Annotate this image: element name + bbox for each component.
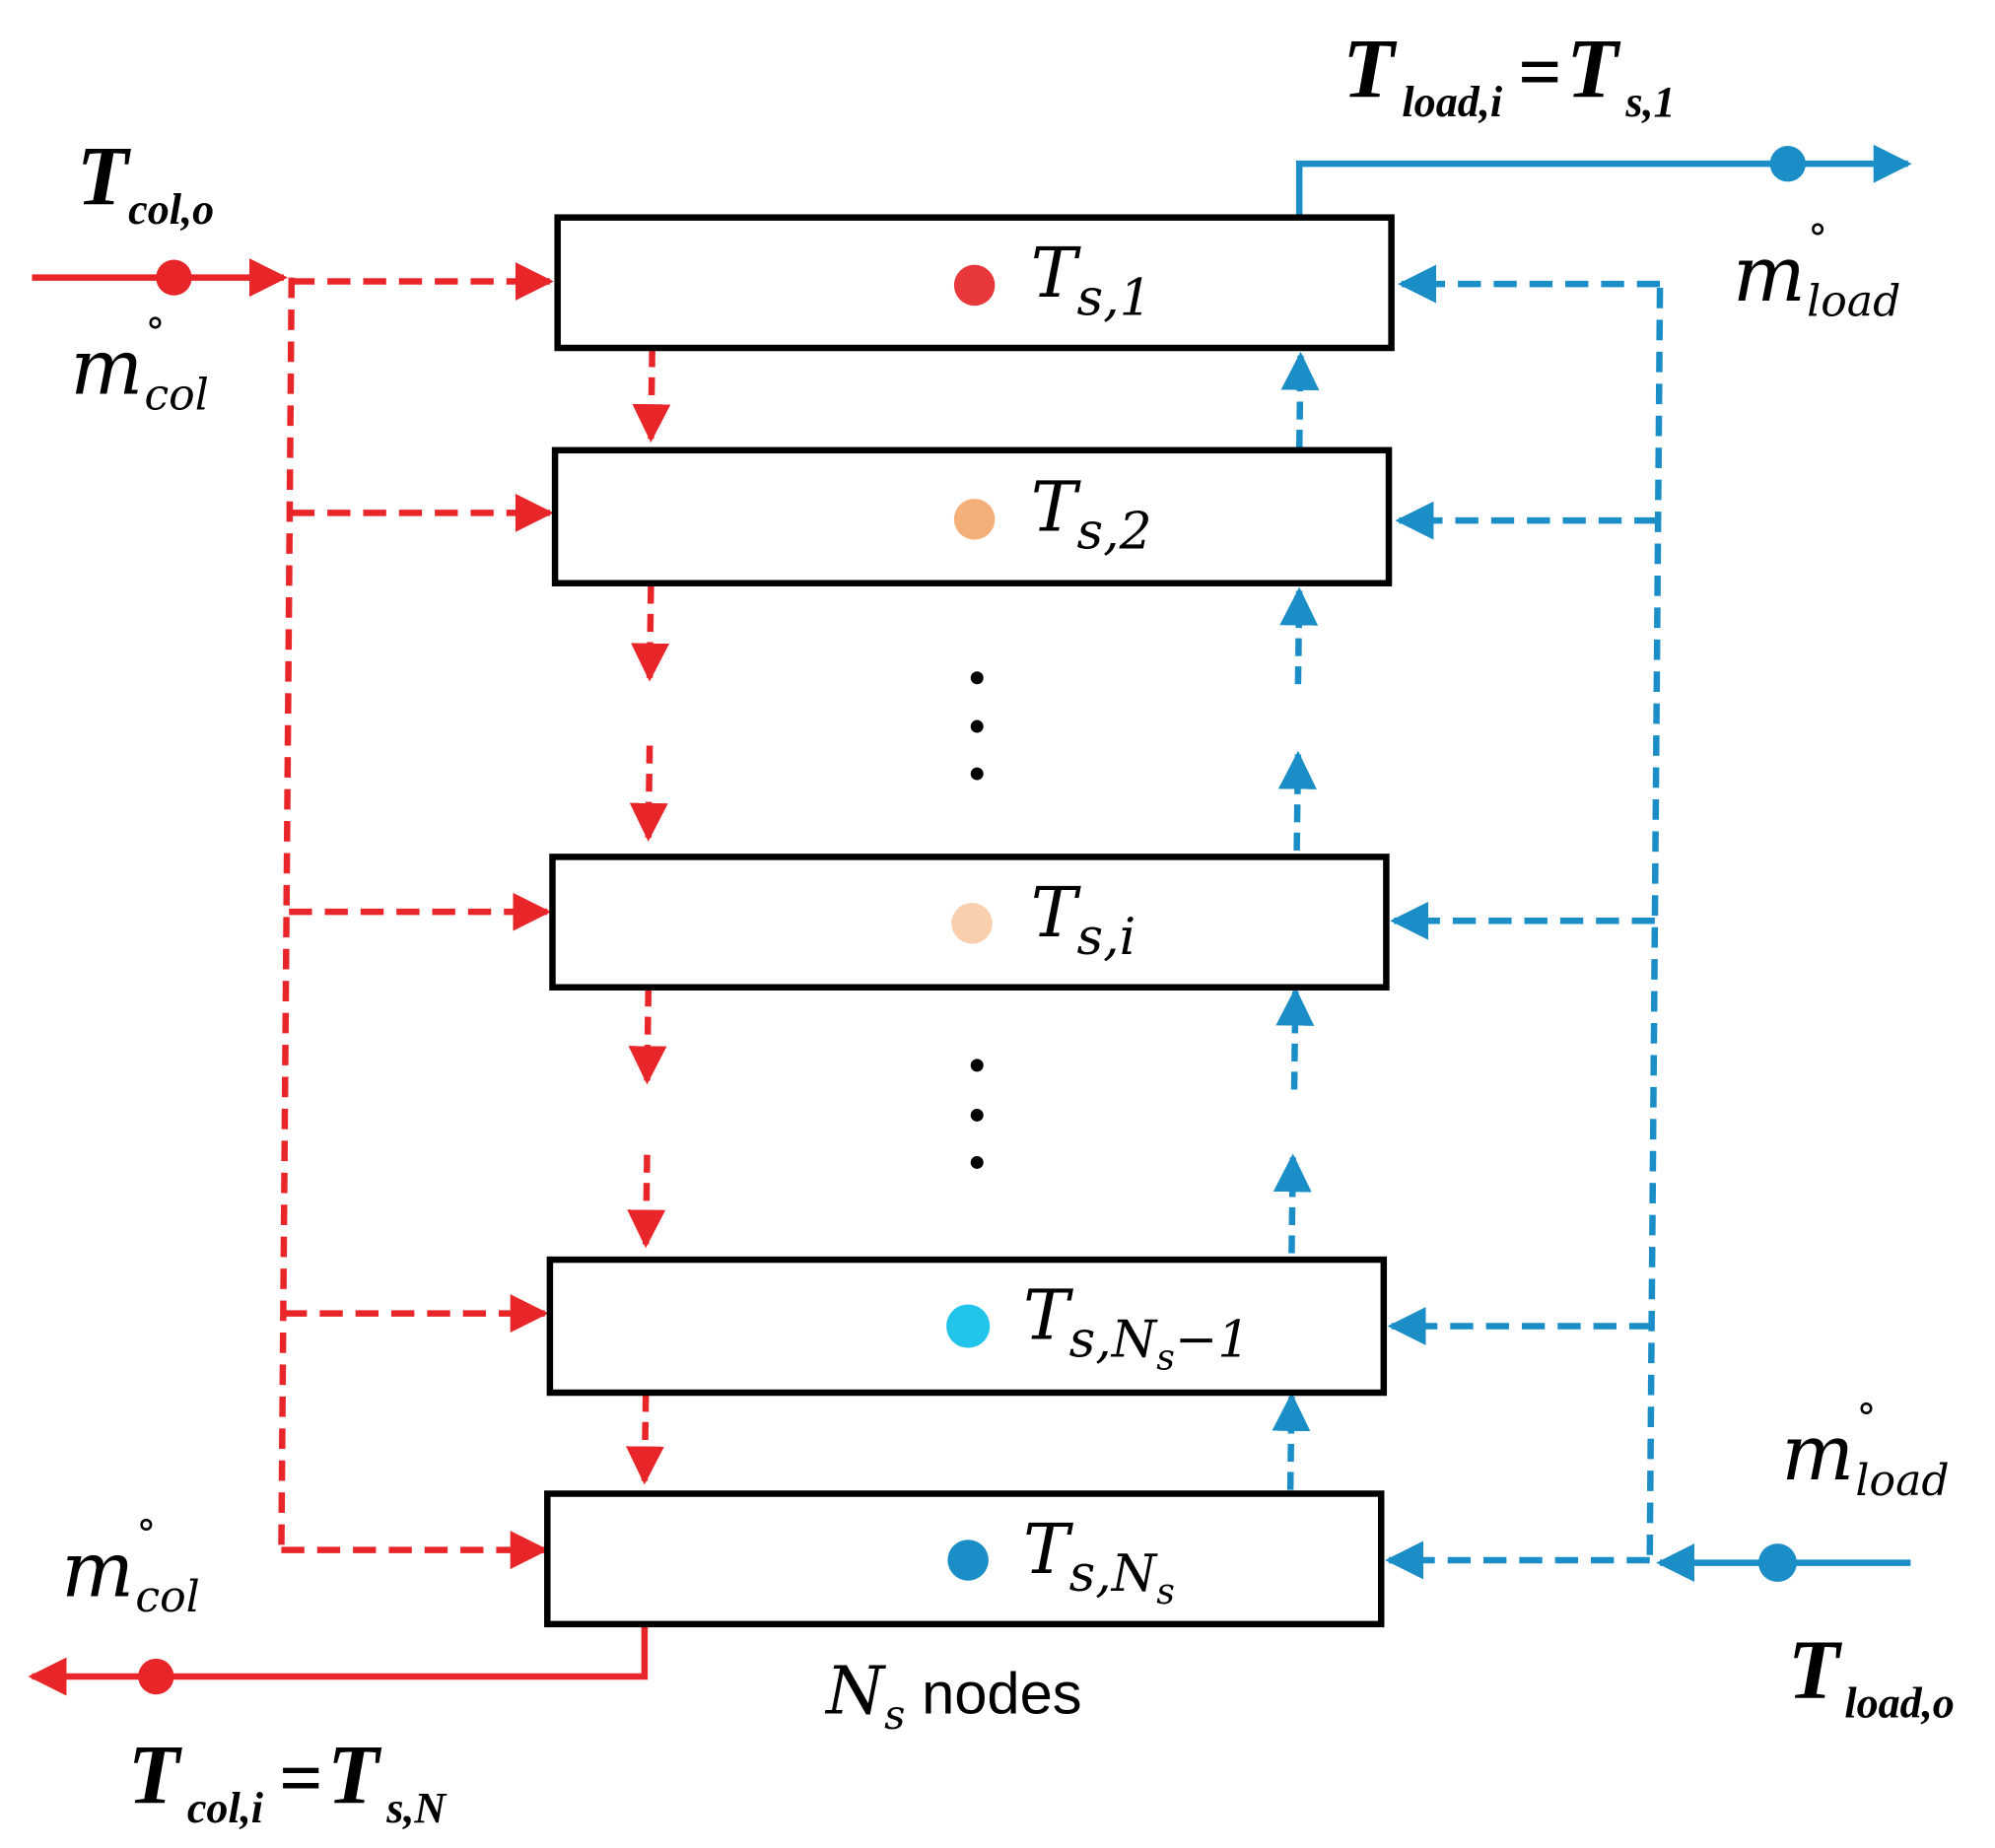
node-3-dot [951,903,993,944]
m-load-top-label: m°load [1733,218,1900,327]
node-2-dot [953,499,996,540]
collector-down-1 [632,349,671,444]
node-3-label: Ts,i [1031,872,1135,967]
node-5-dot [947,1540,989,1581]
collector-down-6 [625,1394,664,1485]
node-5-label: Ts,Ns [1023,1509,1175,1612]
m-load-bottom-label: m°load [1781,1397,1949,1506]
collector-loop [28,258,671,1696]
collector-down-4 [628,988,667,1085]
load-up-5 [1273,1153,1312,1254]
node-4-label: Ts,Ns−1 [1023,1275,1250,1379]
collector-down-2 [631,585,670,682]
load-manifold [1646,287,1664,1563]
load-loop [1272,144,1912,1583]
load-outlet-line [1295,144,1912,218]
t-col-o-label: Tcol,o [77,130,214,234]
m-col-top-label: m°col [70,310,208,420]
load-up-3 [1277,750,1317,851]
nodes-caption: Ns nodes [824,1652,1082,1740]
collector-down-3 [629,745,668,842]
node-4-dot [946,1304,991,1348]
load-up-2 [1279,586,1319,685]
load-up-4 [1275,987,1315,1090]
load-outlet-dot [1769,146,1806,182]
collector-inlet-dot [156,259,192,296]
node-1-dot [953,264,996,307]
node-2-label: Ts,2 [1031,467,1152,562]
collector-manifold [278,277,296,1550]
load-up-6 [1272,1393,1311,1490]
m-col-bottom-label: m°col [61,1513,199,1622]
load-up-1 [1280,351,1320,448]
node-1-label: Ts,1 [1031,233,1152,327]
load-inlet-dot [1757,1543,1797,1583]
collector-outlet-dot [138,1658,174,1695]
collector-down-5 [627,1154,666,1249]
collector-outlet-line [28,1623,649,1696]
ellipsis-upper [970,671,984,781]
ellipsis-lower [970,1059,984,1169]
